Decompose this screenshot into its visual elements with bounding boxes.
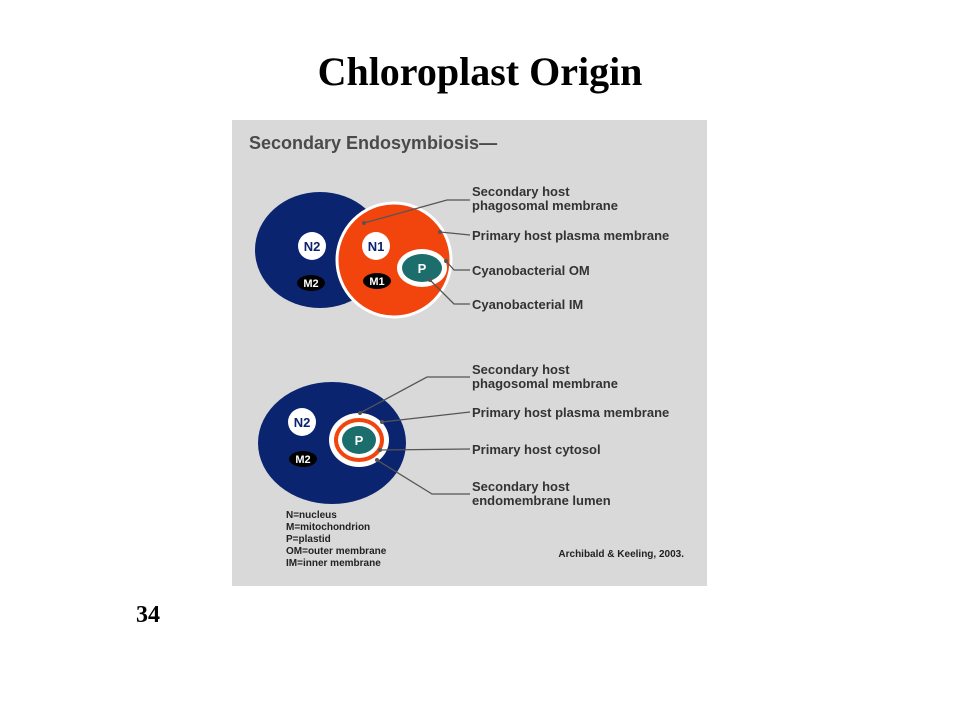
figure-heading: Secondary Endosymbiosis— [249, 133, 497, 153]
top-label-1-line1: Secondary host [472, 184, 570, 199]
top-label-3: Cyanobacterial OM [472, 263, 590, 278]
bottom-m2-mitochondrion [289, 451, 317, 467]
bottom-leader-3 [379, 448, 471, 451]
bottom-label-1-line2: phagosomal membrane [472, 376, 618, 391]
bottom-diagram: N2 M2 P Secondary host phagosomal membra… [258, 362, 669, 508]
top-diagram: N2 M2 N1 M1 P Secondary host [255, 184, 669, 319]
legend-item: IM=inner membrane [286, 558, 381, 569]
top-leader-dot-4 [428, 278, 432, 282]
top-leader-dot-1 [362, 221, 366, 225]
bottom-leader-2 [381, 411, 471, 423]
bottom-n2-nucleus [288, 408, 316, 436]
bottom-label-4-line2: endomembrane lumen [472, 493, 611, 508]
bottom-label-2: Primary host plasma membrane [472, 405, 669, 420]
top-n1-label: N1 [368, 239, 385, 254]
top-m1-mitochondrion [363, 273, 391, 289]
top-label-4: Cyanobacterial IM [472, 297, 583, 312]
bottom-leader-4 [376, 459, 470, 495]
secondary-endosymbiosis-figure: Secondary Endosymbiosis— N2 M2 N1 M1 P [232, 120, 707, 586]
legend-item: M=mitochondrion [286, 522, 370, 533]
top-plastid [402, 254, 442, 282]
top-m2-label: M2 [303, 278, 318, 290]
figure-citation: Archibald & Keeling, 2003. [558, 549, 684, 560]
bottom-leader-1 [359, 376, 470, 414]
bottom-n2-label: N2 [294, 415, 311, 430]
top-n2-nucleus [298, 232, 326, 260]
top-leader-dot-2 [438, 230, 442, 234]
legend-item: P=plastid [286, 534, 331, 545]
top-primary-host-cell [335, 201, 453, 319]
bottom-label-3: Primary host cytosol [472, 442, 601, 457]
top-leader-3 [445, 260, 470, 271]
top-label-2: Primary host plasma membrane [472, 228, 669, 243]
top-leader-1 [363, 199, 470, 224]
slide-number: 34 [136, 602, 160, 628]
figure-legend: N=nucleus M=mitochondrion P=plastid OM=o… [286, 510, 387, 569]
bottom-label-1-line1: Secondary host [472, 362, 570, 377]
endosymbiosis-diagram: Secondary Endosymbiosis— N2 M2 N1 M1 P [249, 133, 684, 569]
bottom-leader-dot-4 [375, 458, 379, 462]
top-leader-2 [439, 231, 471, 236]
bottom-leader-dot-2 [380, 420, 384, 424]
slide-title: Chloroplast Origin [317, 49, 643, 94]
top-m1-label: M1 [369, 276, 384, 288]
bottom-plastid [342, 426, 376, 454]
legend-item: OM=outer membrane [286, 546, 387, 557]
bottom-m2-label: M2 [295, 454, 310, 466]
legend-item: N=nucleus [286, 510, 337, 521]
top-n1-nucleus [362, 232, 390, 260]
bottom-label-4-line1: Secondary host [472, 479, 570, 494]
top-leader-dot-3 [444, 259, 448, 263]
bottom-leader-dot-3 [378, 448, 382, 452]
top-leader-4 [429, 279, 470, 305]
top-n2-label: N2 [304, 239, 321, 254]
top-label-1-line2: phagosomal membrane [472, 198, 618, 213]
top-m2-mitochondrion [297, 275, 325, 291]
bottom-leader-dot-1 [358, 411, 362, 415]
top-p-label: P [418, 261, 427, 276]
bottom-p-label: P [355, 433, 364, 448]
